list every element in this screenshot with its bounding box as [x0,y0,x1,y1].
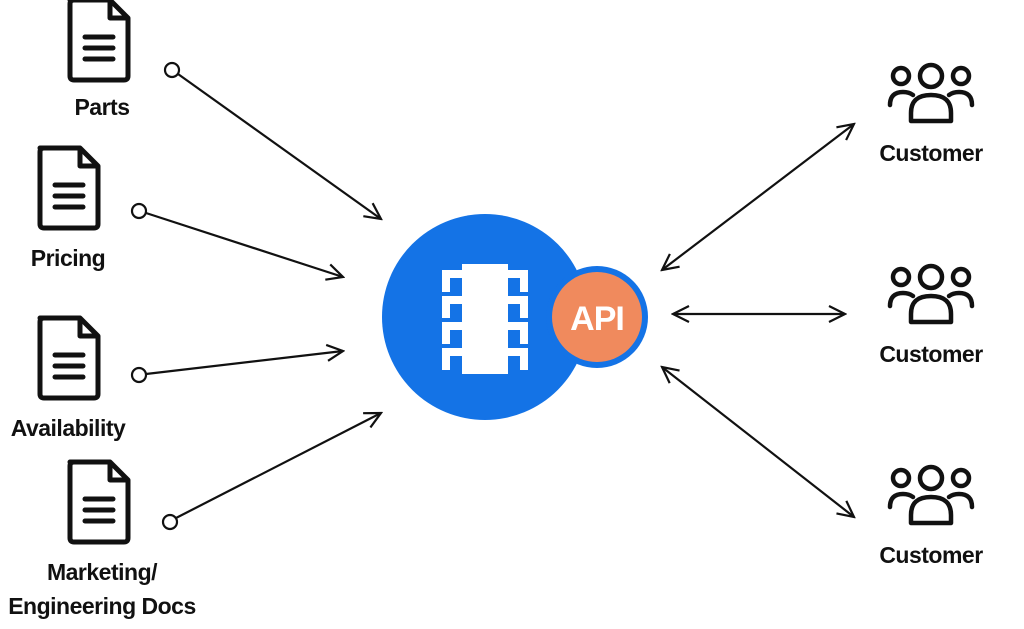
source-label-availability: Availability [11,415,126,441]
document-icon [70,0,128,80]
arrow-hub-customer-3 [662,367,854,517]
document-icon [70,462,128,542]
document-icon [40,148,98,228]
document-icon [40,318,98,398]
source-pricing: Pricing [31,148,106,271]
customer-2: Customer [879,266,984,367]
customer-label: Customer [879,140,983,166]
api-badge [552,272,642,362]
source-label-parts: Parts [74,94,129,120]
connector-start-dot [130,202,148,220]
connector-start-dot [163,61,181,79]
source-availability: Availability [11,318,126,441]
users-group-icon [890,65,972,121]
source-label-marketing-line2: Engineering Docs [8,593,196,619]
users-group-icon [890,266,972,322]
customer-label: Customer [879,542,983,568]
source-label-marketing-line1: Marketing/ [47,559,158,585]
arrow-parts-to-hub [177,73,381,219]
connector-start-dot [161,513,179,531]
connector-start-dot [130,366,148,384]
chip-icon [442,264,528,374]
arrow-pricing-to-hub [145,211,343,277]
arrow-availability-to-hub [145,351,343,376]
customer-label: Customer [879,341,983,367]
api-hub: API [382,214,648,420]
users-group-icon [890,467,972,523]
source-marketing-docs: Marketing/ Engineering Docs [8,462,196,619]
customer-1: Customer [879,65,984,166]
source-label-pricing: Pricing [31,245,105,271]
arrow-hub-customer-1 [662,124,854,270]
api-badge-label: API [570,300,624,338]
arrow-marketing-to-hub [175,413,381,519]
source-parts: Parts [70,0,130,120]
customer-3: Customer [879,467,984,568]
